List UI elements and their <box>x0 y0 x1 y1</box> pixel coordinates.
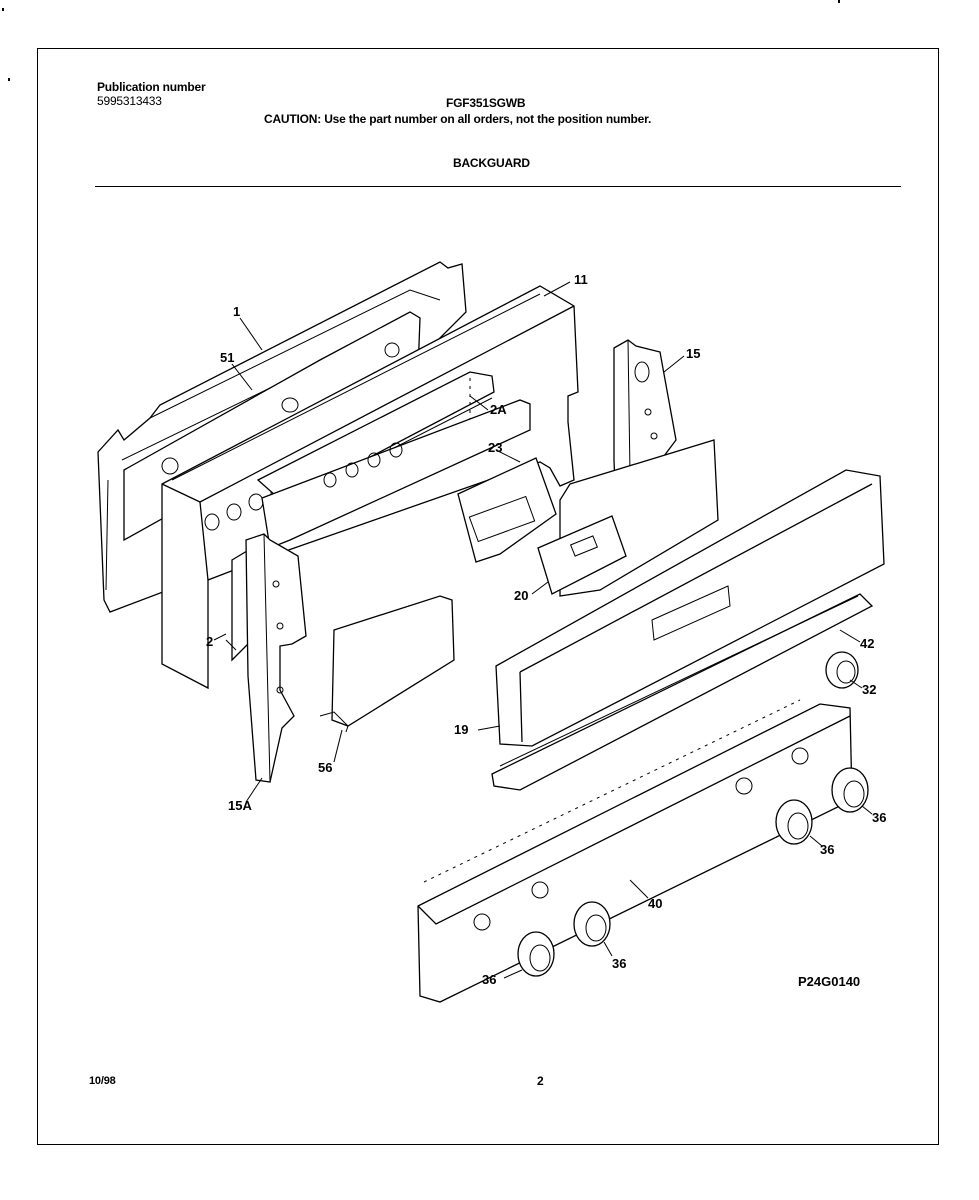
callout-36: 36 <box>872 810 886 825</box>
part-32-knob <box>825 651 859 689</box>
scan-speck <box>8 78 10 81</box>
caution-note: CAUTION: Use the part number on all orde… <box>264 112 652 126</box>
page-border <box>37 48 939 1145</box>
scan-speck <box>838 0 840 3</box>
publication-label: Publication number <box>97 80 206 94</box>
callout-20: 20 <box>514 588 528 603</box>
figure-id: P24G0140 <box>798 974 860 989</box>
model-number: FGF351SGWB <box>446 96 526 110</box>
part-36-knob <box>775 799 813 845</box>
part-15A-left-bracket <box>245 533 307 783</box>
callout-15A: 15A <box>228 798 252 813</box>
callout-40: 40 <box>648 896 662 911</box>
part-36-knob <box>831 767 869 813</box>
part-56-lower-panel <box>319 595 455 733</box>
callout-56: 56 <box>318 760 332 775</box>
part-20-control-module <box>537 439 719 597</box>
callout-1: 1 <box>233 304 240 319</box>
part-19-front-panel <box>495 469 885 747</box>
callout-23: 23 <box>488 440 502 455</box>
part-36-knob <box>517 931 555 977</box>
section-title: BACKGUARD <box>453 156 530 170</box>
part-40-manifold-panel <box>417 699 853 1003</box>
part-23-bracket <box>457 457 557 563</box>
scan-speck <box>2 8 4 11</box>
leader-lines <box>213 281 873 979</box>
callout-36: 36 <box>820 842 834 857</box>
callout-2A: 2A <box>490 402 507 417</box>
callout-51: 51 <box>220 350 234 365</box>
publication-number: 5995313433 <box>97 94 162 108</box>
print-date: 10/98 <box>89 1075 116 1087</box>
callout-19: 19 <box>454 722 468 737</box>
page-number: 2 <box>537 1074 544 1088</box>
callout-11: 11 <box>574 272 588 287</box>
callout-15: 15 <box>686 346 700 361</box>
callout-36: 36 <box>482 972 496 987</box>
callout-36: 36 <box>612 956 626 971</box>
callout-32: 32 <box>862 682 876 697</box>
part-42-trim-rail <box>491 593 874 791</box>
callout-42: 42 <box>860 636 874 651</box>
part-36-knob <box>573 901 611 947</box>
callout-2: 2 <box>206 634 213 649</box>
header-rule <box>95 186 901 187</box>
